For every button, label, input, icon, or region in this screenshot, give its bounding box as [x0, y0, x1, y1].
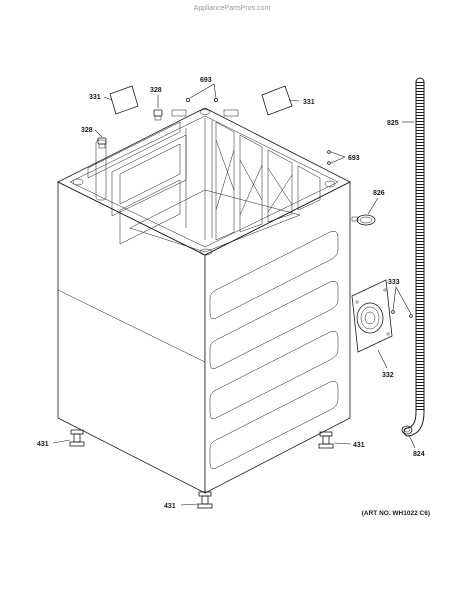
- callout-clamp-upper: 826: [373, 190, 385, 197]
- callout-clamp-lower: 824: [413, 451, 425, 458]
- clip-left: [97, 137, 107, 149]
- washer-cabinet: [57, 107, 351, 494]
- leveling-foot-right: [318, 431, 334, 449]
- clip-top: [153, 109, 163, 121]
- cabinet-right-face: [204, 181, 351, 494]
- fastener-693-top: [185, 98, 218, 103]
- inner-left-wall: [87, 121, 187, 245]
- cabinet-left-seam: [57, 289, 206, 363]
- inner-right-wall: [204, 118, 321, 241]
- access-plate: [351, 279, 393, 353]
- corner-mount-left: [72, 178, 84, 186]
- top-bracket-right: [223, 109, 239, 117]
- leader-lines: [52, 83, 416, 506]
- right-face-embossed-panels: [209, 230, 339, 470]
- callout-top-brace: 693: [200, 77, 212, 84]
- callout-right-brace: 693: [348, 155, 360, 162]
- corner-mount-back: [199, 109, 211, 115]
- callout-pad-right: 331: [303, 99, 315, 106]
- callout-clip-top: 328: [150, 87, 162, 94]
- callout-screws: 333: [388, 279, 400, 286]
- art-number: (ART NO. WH1022 C6): [362, 510, 430, 517]
- cabinet-inner-rim: [69, 115, 339, 248]
- leveling-foot-bottom: [197, 491, 213, 509]
- callout-hose: 825: [387, 120, 399, 127]
- leveling-foot-left: [69, 429, 85, 447]
- pad-left: [109, 85, 139, 115]
- hose-clamp-lower: [401, 425, 413, 435]
- hose-clamp-upper: [351, 214, 376, 226]
- corner-mount-front: [199, 248, 213, 256]
- pad-right: [261, 85, 293, 116]
- drain-hose: [403, 77, 425, 437]
- callout-foot-right: 431: [353, 442, 365, 449]
- cabinet-floor: [129, 189, 301, 253]
- callout-labels: 693 331 328 331 328 693 825 826 333 332 …: [37, 77, 425, 510]
- cabinet-top-rim: [57, 107, 351, 256]
- corner-mount-right: [324, 180, 336, 188]
- callout-foot-bottom: 431: [164, 503, 176, 510]
- callout-pad-left: 331: [89, 94, 101, 101]
- screws-333: [391, 310, 413, 318]
- callout-clip-left: 328: [81, 127, 93, 134]
- fastener-693-right: [327, 150, 331, 165]
- site-header: AppliancePartsPros.com: [194, 5, 271, 12]
- callout-plate: 332: [382, 372, 394, 379]
- top-bracket-left: [171, 109, 187, 117]
- callout-foot-left: 431: [37, 441, 49, 448]
